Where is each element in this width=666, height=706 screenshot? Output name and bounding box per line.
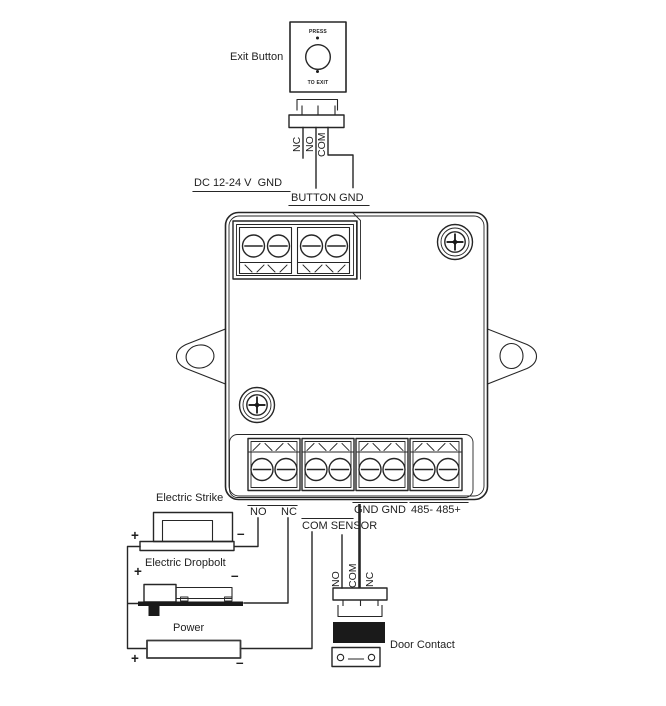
power-minus-sign: –: [236, 655, 244, 670]
electric-dropbolt-symbol: [138, 583, 243, 616]
exit-button-toexit-text: TO EXIT: [307, 80, 329, 86]
door-pin-nc-label: NC: [364, 571, 376, 587]
wire-exit-com: [327, 126, 354, 189]
wire-no-to-strike: [233, 517, 259, 548]
exit-button-plate: [289, 21, 347, 93]
tab-hole-left: [185, 344, 215, 369]
exit-button-press-text: PRESS: [309, 29, 327, 35]
terminal-com-sensor-label: COM SENSOR: [302, 520, 378, 532]
door-pin-com-label: COM: [347, 563, 359, 589]
terminal-485-label: 485- 485+: [411, 504, 461, 516]
door-contact-magnet: [333, 622, 385, 643]
door-pin-no-label: NO: [330, 571, 342, 587]
tab-hole-right: [499, 342, 524, 370]
top-terminal-block: [232, 220, 358, 280]
exit-button-connector: [288, 98, 354, 189]
button-gnd-label: BUTTON GND: [291, 192, 364, 204]
door-contact-switch: [331, 646, 381, 668]
electric-dropbolt-label: Electric Dropbolt: [145, 557, 226, 569]
screw-terminals-top: [241, 234, 349, 258]
screw-top-right-icon: [436, 223, 474, 261]
terminal-label-lines: [247, 501, 469, 520]
mounting-tab-left: [175, 328, 227, 385]
exit-button-circle: [305, 44, 332, 71]
strike-plus-sign: +: [131, 528, 139, 543]
dc-power-input-label: DC 12-24 V GND: [194, 177, 283, 189]
strike-minus-sign: –: [237, 526, 245, 541]
wire-com-to-power: [239, 531, 313, 650]
screw-bottom-left-icon: [238, 386, 276, 424]
dropbolt-minus-sign: –: [231, 568, 239, 583]
terminal-no-label: NO: [250, 506, 267, 518]
electric-strike-label: Electric Strike: [156, 492, 224, 504]
power-supply-symbol: [146, 639, 242, 659]
wire-nc-to-dropbolt: [243, 517, 289, 604]
terminal-gnd-label: GND GND: [354, 504, 406, 516]
exit-pin-nc-label: NC: [291, 136, 303, 152]
power-label: Power: [173, 622, 205, 634]
exit-button-label: Exit Button: [230, 51, 284, 63]
exit-pin-no-label: NO: [304, 136, 316, 152]
door-contact-connector: [332, 587, 388, 618]
power-plus-sign: +: [131, 651, 139, 666]
electric-strike-symbol: [139, 511, 235, 552]
terminal-nc-label: NC: [281, 506, 297, 518]
mounting-tab-right: [486, 328, 538, 385]
wire-positive-bus: [126, 545, 148, 650]
exit-pin-com-label: COM: [316, 132, 328, 158]
bottom-terminal-block: [229, 434, 474, 498]
dropbolt-plus-sign: +: [134, 564, 142, 579]
door-contact-label: Door Contact: [390, 639, 455, 651]
